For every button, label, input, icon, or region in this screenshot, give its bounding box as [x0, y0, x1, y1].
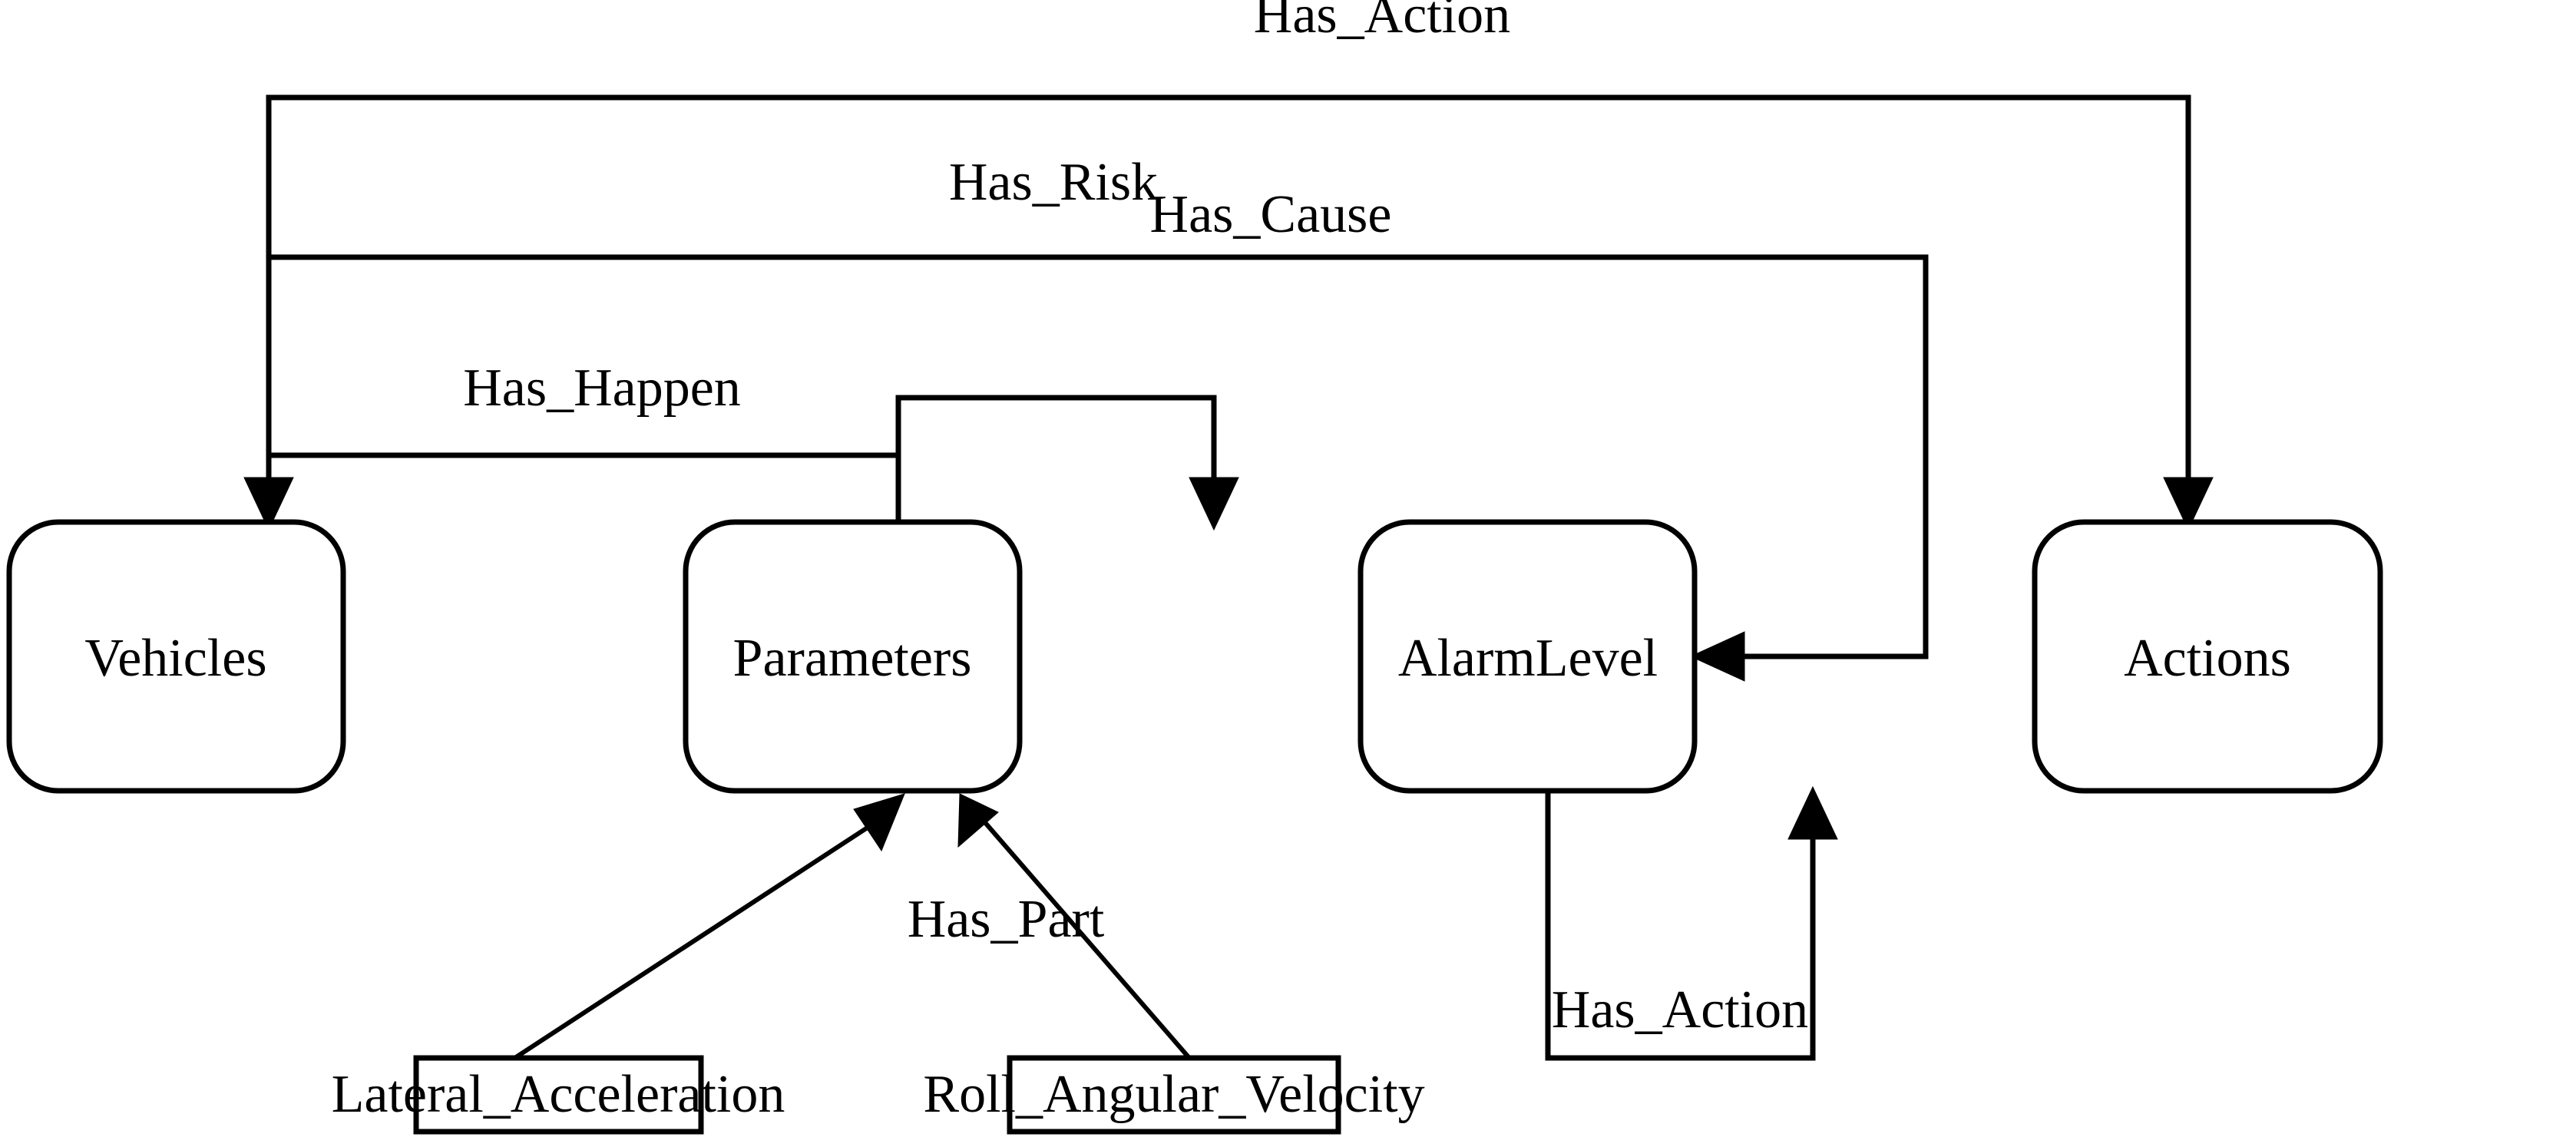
node-actions-shape[interactable]	[2032, 519, 2383, 794]
edge-label-has-action-top: Has_Action	[1254, 0, 1510, 45]
arrowhead-up-parameters-right	[957, 793, 999, 848]
edge-has-risk	[266, 254, 1929, 682]
edge-has-action-bottom	[1545, 785, 1838, 1061]
edge-label-has-cause: Has_Cause	[1150, 185, 1392, 244]
edge-has-part-roll	[957, 793, 1191, 1059]
edge-label-has-happen: Has_Happen	[463, 359, 741, 418]
arrowhead-down-vehicles	[243, 477, 294, 531]
edge-has-part-roll-path	[980, 818, 1191, 1059]
edge-has-part-lateral-path	[514, 818, 881, 1059]
edge-label-has-risk: Has_Risk	[949, 153, 1158, 212]
node-roll-angular-velocity[interactable]	[1007, 1055, 1341, 1135]
node-vehicles-label: Vehicles	[84, 629, 266, 688]
node-lateral-acceleration-shape[interactable]	[413, 1055, 704, 1135]
node-parameters-shape[interactable]	[683, 519, 1023, 794]
node-actions-label: Actions	[2124, 629, 2291, 688]
edge-has-cause	[895, 395, 1239, 531]
node-alarmlevel[interactable]	[1357, 519, 1698, 794]
edge-has-part-lateral	[514, 793, 905, 1059]
edge-has-action-top-path	[266, 94, 2191, 522]
node-alarmlevel-shape[interactable]	[1357, 519, 1698, 794]
node-parameters-label: Parameters	[733, 629, 972, 688]
arrowhead-up-actions-bottom	[1787, 785, 1838, 840]
arrowhead-down-alarmlevel-top	[1189, 477, 1239, 531]
node-lateral-acceleration-label: Lateral_Acceleration	[332, 1065, 785, 1124]
node-roll-angular-velocity-shape[interactable]	[1007, 1055, 1341, 1135]
node-vehicles-shape[interactable]	[6, 519, 346, 794]
node-roll-angular-velocity-label: Roll_Angular_Velocity	[923, 1065, 1424, 1124]
edge-has-action-top	[266, 94, 2214, 531]
edge-has-happen	[243, 452, 901, 531]
edge-label-has-action-bottom: Has_Action	[1552, 980, 1808, 1040]
node-alarmlevel-label: AlarmLevel	[1398, 629, 1658, 688]
node-actions[interactable]	[2032, 519, 2383, 794]
edge-label-has-part: Has_Part	[908, 890, 1105, 949]
edge-has-risk-path	[266, 254, 1929, 659]
arrowhead-up-parameters-left	[853, 793, 905, 852]
edge-has-cause-path	[895, 395, 1217, 522]
edge-has-action-bottom-path	[1545, 791, 1816, 1061]
arrowhead-down-actions-top	[2163, 477, 2214, 531]
edge-has-happen-path	[266, 452, 901, 522]
node-parameters[interactable]	[683, 519, 1023, 794]
node-lateral-acceleration[interactable]	[413, 1055, 704, 1135]
node-vehicles[interactable]	[6, 519, 346, 794]
arrowhead-left-alarmlevel	[1689, 631, 1745, 682]
